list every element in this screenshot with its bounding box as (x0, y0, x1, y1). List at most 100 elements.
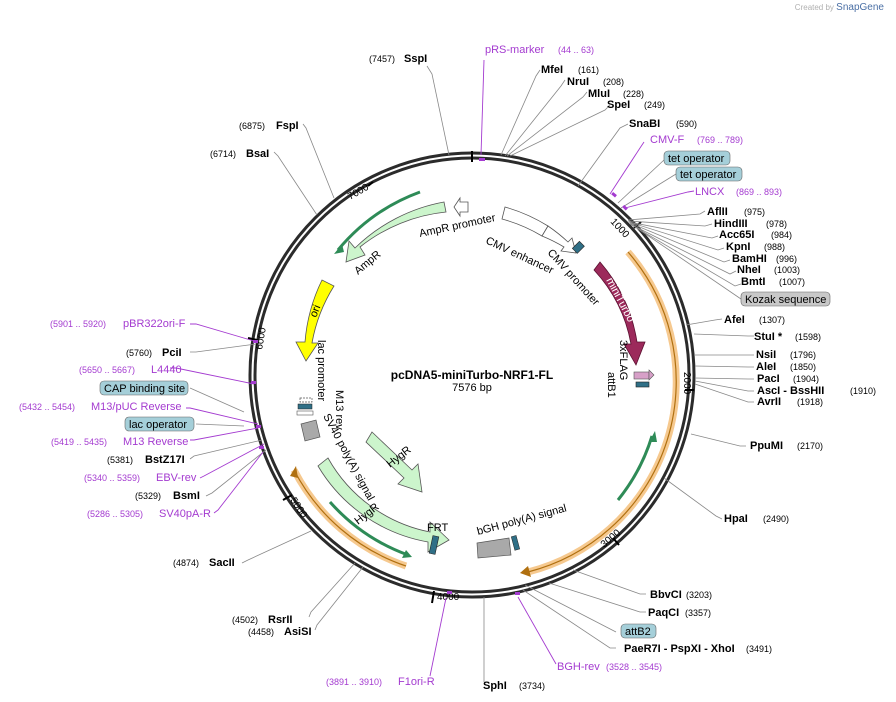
box-tet-operator-2: tet operator (675, 166, 743, 182)
primer-name-cmv-f: CMV-F (650, 134, 685, 146)
enzyme-pos-bamhi: (996) (776, 254, 797, 264)
orange-band-left-arrow (290, 466, 298, 478)
green-arc-top-arrow (334, 244, 344, 254)
tick-5000: 5000 (282, 494, 309, 521)
primer-name-m13-reverse: M13 Reverse (123, 436, 188, 448)
tick-label-2000: 2000 (681, 372, 692, 395)
enzyme-name-stui: StuI * (754, 331, 783, 343)
cmv-enhancer-arrow (501, 206, 549, 237)
tick-label-1000: 1000 (608, 217, 632, 241)
enzyme-name-ppumi: PpuMI (750, 440, 783, 452)
tick-label-6000: 6000 (254, 326, 269, 350)
enzyme-name-bamhi: BamHI (732, 253, 767, 265)
orange-band-right-arrow (520, 566, 531, 577)
miniturbo-label: miniTurbo (603, 276, 636, 324)
enzyme-pos-nhei: (1003) (774, 265, 800, 275)
snapgene-logo-text: SnapGene (836, 2, 884, 13)
enzyme-pos-fspi: (6875) (239, 121, 265, 131)
primer-marks (251, 158, 628, 595)
enzyme-name-paci: PacI (757, 373, 780, 385)
flag-arrow (648, 369, 655, 381)
enzyme-name-paer7i-pspxi-xhoi: PaeR7I - PspXI - XhoI (624, 643, 735, 655)
primer-name-prs-marker: pRS-marker (485, 44, 545, 56)
enzyme-pos-nrui: (208) (603, 77, 624, 87)
primer-name-sv40pa-r: SV40pA-R (159, 508, 211, 520)
green-arc-right-arrow (649, 431, 657, 442)
green-arc-top (336, 190, 421, 251)
primer-range-ebv-rev: (5340 .. 5359) (84, 473, 140, 483)
box-label-attb2: attB2 (625, 626, 651, 638)
cmv-teal-box (571, 240, 585, 254)
enzyme-pos-snabi: (590) (676, 119, 697, 129)
ampr-promoter-arrow (453, 196, 469, 218)
orange-band-right (527, 249, 680, 576)
tick-7000: 7000 (346, 181, 374, 203)
enzyme-name-aflii: AflII (707, 206, 728, 218)
enzyme-pos-ppumi: (2170) (797, 441, 823, 451)
lac-box-2 (297, 403, 313, 410)
enzyme-name-sphi: SphI (483, 680, 507, 692)
enzyme-leaders (189, 65, 754, 682)
enzyme-pos-spei: (249) (644, 100, 665, 110)
frt-label: FRT (427, 522, 448, 534)
enzyme-pos-asci-bsshii: (1910) (850, 386, 876, 396)
primer-name-bgh-rev: BGH-rev (557, 661, 600, 673)
enzyme-pos-paci: (1904) (793, 374, 819, 384)
flag-label: 3xFLAG (617, 340, 629, 380)
enzyme-pos-mfei: (161) (578, 65, 599, 75)
primer-range-lncx: (869 .. 893) (736, 187, 782, 197)
bgh-polya-label: bGH poly(A) signal (476, 502, 568, 537)
enzyme-pos-hpai: (2490) (763, 514, 789, 524)
primer-range-bgh-rev: (3528 .. 3545) (606, 662, 662, 672)
enzyme-pos-hindiii: (978) (766, 219, 787, 229)
lac-promoter-label: lac promoter (315, 340, 327, 401)
enzyme-pos-asisi: (4458) (248, 627, 274, 637)
tick-label-5000: 5000 (287, 496, 309, 521)
primer-range-l4440: (5650 .. 5667) (79, 365, 135, 375)
enzyme-name-bstz17i: BstZ17I (145, 454, 185, 466)
primer-name-f1ori-r: F1ori-R (398, 676, 435, 688)
enzyme-name-paqci: PaqCI (648, 607, 679, 619)
enzyme-pos-bsai: (6714) (210, 149, 236, 159)
enzyme-name-rsrii: RsrII (268, 614, 292, 626)
plasmid-name: pcDNA5-miniTurbo-NRF1-FL (391, 368, 553, 382)
enzyme-pos-alei: (1850) (790, 362, 816, 372)
primer-leaders (170, 59, 695, 677)
enzyme-name-hpai: HpaI (724, 513, 748, 525)
enzyme-pos-kpni: (988) (764, 242, 785, 252)
miniturbo-arrow (593, 261, 646, 366)
box-lac-operator: lac operator (124, 416, 195, 432)
enzyme-pos-bmti: (1007) (779, 277, 805, 287)
box-label-tet-operator-1: tet operator (668, 153, 725, 165)
box-attb2: attB2 (620, 623, 657, 639)
hygr-arrow-large (317, 457, 450, 553)
primer-name-l4440: L4440 (151, 364, 182, 376)
primer-range-f1ori-r: (3891 .. 3910) (326, 677, 382, 687)
box-tet-operator-1: tet operator (663, 150, 731, 166)
tick-4000: 4000 (431, 590, 460, 604)
hygr-arrow-small (365, 431, 423, 493)
enzyme-pos-sspi: (7457) (369, 54, 395, 64)
box-label-kozak-sequence: Kozak sequence (745, 294, 826, 306)
enzyme-name-fspi: FspI (276, 120, 299, 132)
enzyme-pos-afei: (1307) (759, 315, 785, 325)
green-arc-left-arrow (402, 550, 412, 558)
enzyme-pos-paer7i-pspxi-xhoi: (3491) (746, 644, 772, 654)
box-label-lac-operator: lac operator (129, 419, 187, 431)
enzyme-pos-acc65i: (984) (771, 230, 792, 240)
box-label-tet-operator-2: tet operator (680, 169, 737, 181)
enzyme-pos-aflii: (975) (744, 207, 765, 217)
lac-box (299, 397, 313, 403)
lac-box-3 (296, 410, 314, 416)
tick-2000: 2000 (681, 372, 694, 395)
enzyme-name-bsmi: BsmI (173, 490, 200, 502)
enzyme-pos-pcii: (5760) (126, 348, 152, 358)
enzyme-name-asci-bsshii: AscI - BssHII (757, 385, 824, 397)
attb1-box (635, 381, 650, 388)
enzyme-name-sspi: SspI (404, 53, 427, 65)
box-leaders (189, 159, 742, 633)
tick-label-4000: 4000 (437, 592, 460, 603)
primer-name-m13-puc-reverse: M13/pUC Reverse (91, 401, 181, 413)
enzyme-pos-nsii: (1796) (790, 350, 816, 360)
